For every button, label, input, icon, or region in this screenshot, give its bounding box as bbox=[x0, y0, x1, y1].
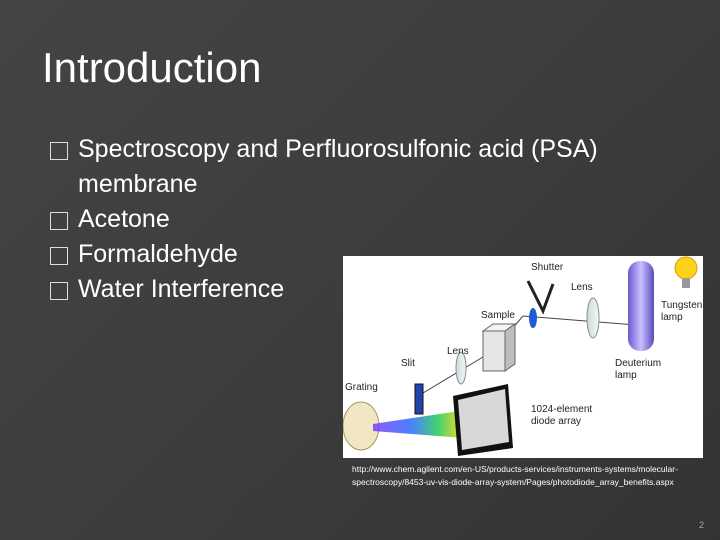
spectrometer-diagram: Shutter Lens Deuterium lamp Tungsten lam… bbox=[342, 256, 703, 458]
diode-array-face bbox=[458, 389, 509, 450]
bullet-text: Spectroscopy and Perfluorosulfonic acid … bbox=[78, 135, 598, 198]
light-beam bbox=[417, 350, 494, 397]
tungsten-lamp-icon bbox=[674, 256, 698, 280]
bullet-item: Formaldehyde bbox=[50, 237, 650, 272]
label-array-2: diode array bbox=[531, 416, 581, 427]
spectrometer-diagram-svg: Shutter Lens Deuterium lamp Tungsten lam… bbox=[342, 256, 702, 456]
label-shutter: Shutter bbox=[531, 262, 564, 273]
bullet-box-icon bbox=[50, 282, 68, 300]
deuterium-lamp-icon bbox=[628, 261, 654, 351]
label-slit: Slit bbox=[401, 358, 415, 369]
page-number: 2 bbox=[698, 520, 704, 530]
bullet-box-icon bbox=[50, 212, 68, 230]
label-tungsten: Tungsten bbox=[661, 300, 702, 311]
label-lens-top: Lens bbox=[571, 282, 593, 293]
bullet-text: Water Interference bbox=[78, 275, 285, 303]
label-array-1: 1024-element bbox=[531, 404, 592, 415]
sample-cuvette-icon bbox=[482, 330, 506, 372]
label-deuterium: Deuterium bbox=[615, 358, 661, 369]
bullet-item: Spectroscopy and Perfluorosulfonic acid … bbox=[50, 132, 650, 202]
bullet-box-icon bbox=[50, 142, 68, 160]
bullet-text: Formaldehyde bbox=[78, 240, 238, 268]
label-tungsten-2: lamp bbox=[661, 312, 683, 323]
label-deuterium-2: lamp bbox=[615, 370, 637, 381]
slide-title: Introduction bbox=[42, 44, 262, 91]
label-grating: Grating bbox=[345, 382, 378, 393]
bullet-box-icon bbox=[50, 247, 68, 265]
bullet-item: Acetone bbox=[50, 202, 650, 237]
label-lens-mid: Lens bbox=[447, 346, 469, 357]
slit-icon bbox=[414, 383, 424, 415]
shutter-disk-icon bbox=[529, 308, 537, 328]
shutter-icon bbox=[526, 280, 555, 315]
lens-icon bbox=[586, 297, 600, 339]
bullet-item: Water Interference bbox=[50, 272, 650, 307]
lamp-base-icon bbox=[682, 278, 690, 288]
bullet-list: Spectroscopy and Perfluorosulfonic acid … bbox=[50, 132, 650, 307]
light-beam bbox=[522, 315, 649, 327]
label-sample: Sample bbox=[481, 310, 515, 321]
lens-icon bbox=[455, 351, 467, 385]
bullet-text: Acetone bbox=[78, 205, 170, 233]
source-caption: http://www.chem.agilent.com/en-US/produc… bbox=[352, 464, 678, 487]
cuvette-side bbox=[504, 323, 516, 372]
